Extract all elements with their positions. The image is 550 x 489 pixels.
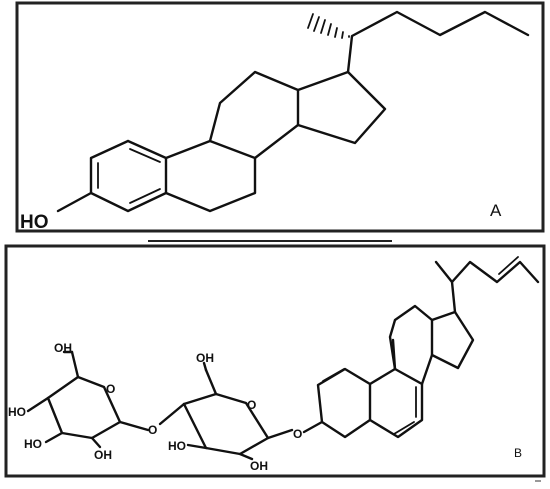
- panel-b-frame: [4, 244, 546, 478]
- glycosidic-bond-1b: [158, 402, 186, 426]
- sugar-2-ring-oxygen: O: [247, 398, 256, 412]
- ring-d: [430, 310, 475, 370]
- ring-a-double-bond-2: [129, 188, 161, 204]
- glycosidic-bond-2b: [302, 420, 324, 434]
- ring-b-double-bond: [393, 421, 415, 435]
- side-chain-methyl: [434, 260, 454, 284]
- panel-a: HO A: [15, 1, 545, 233]
- glycosidic-oxygen-2: O: [293, 427, 302, 441]
- steroid-b-skeleton: [316, 256, 540, 439]
- sugar-2-oh-bottom: OH: [250, 459, 268, 473]
- sugar-1-oh-left: HO: [8, 405, 26, 419]
- ring-b: [368, 367, 424, 439]
- sugar-1-oh-bottom-left: HO: [24, 437, 42, 451]
- sugar-2-c2-oh-bond: [238, 452, 254, 461]
- ring-d: [296, 70, 387, 145]
- sugar-1-c2-oh-bond: [90, 436, 102, 449]
- c3-oxygen-bond: [56, 191, 93, 213]
- sugar-1-c3-oh-bond: [44, 431, 64, 444]
- ring-a-aromatic: [89, 139, 168, 213]
- sugar-1-ring: [26, 350, 186, 449]
- ring-a-double-bond-1: [129, 148, 161, 163]
- panel-a-frame: [15, 1, 545, 233]
- sugar-2-oh-top: OH: [196, 351, 214, 365]
- sugar-2-ch2-bond: [204, 368, 218, 396]
- hashed-wedge-methyl: [307, 13, 350, 39]
- panel-a-letter: A: [490, 201, 502, 220]
- steroid-a-skeleton: [56, 10, 530, 213]
- sugar-1-c4-oh-bond: [26, 396, 50, 413]
- panel-b: OH HO HO OH O O OH HO OH O O: [4, 244, 546, 482]
- sugar-1-oh-top: OH: [54, 341, 72, 355]
- sugar-2-c3-oh-bond: [186, 443, 208, 450]
- sugar-1-ring-oxygen: O: [106, 382, 115, 396]
- ring-b: [164, 139, 257, 213]
- side-chain-double-bond: [498, 256, 519, 275]
- glycosidic-bond-1a: [118, 420, 150, 432]
- sugar-2-ch2oh-bond: [202, 361, 208, 372]
- sugar-1-oh-bottom: OH: [94, 448, 112, 462]
- angular-methyl: [391, 338, 397, 371]
- hydroxyl-label-a: HO: [20, 212, 49, 233]
- ring-c: [388, 304, 434, 386]
- glycosidic-oxygen-1: O: [148, 423, 157, 437]
- ring-a-double-bond: [322, 368, 345, 382]
- panel-b-letter: B: [514, 446, 522, 460]
- ring-c: [208, 70, 300, 160]
- sugar-1-ch2-bond: [70, 350, 80, 379]
- glycosidic-bond-2a: [266, 428, 294, 440]
- sugar-2-ring: [182, 361, 324, 461]
- side-chain: [450, 260, 540, 314]
- side-chain: [346, 10, 530, 74]
- sugar-2-oh-left: HO: [168, 439, 186, 453]
